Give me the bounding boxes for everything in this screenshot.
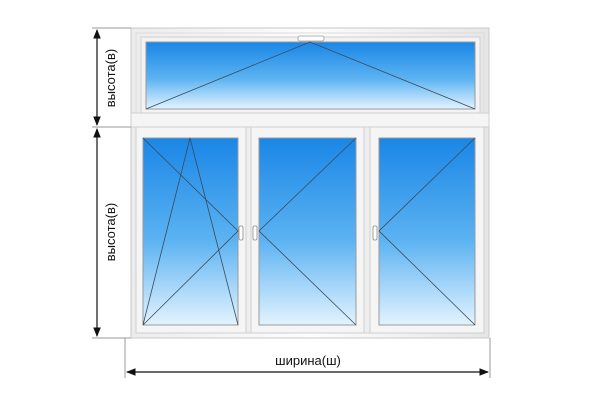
middle-sash (250, 126, 365, 334)
left-sash-turn-lines (142, 137, 239, 326)
right-sash-handle[interactable] (372, 225, 378, 241)
middle-sash-turn-lines (258, 137, 357, 326)
right-sash-turn-lines (378, 137, 476, 326)
transom-opening-lines (145, 41, 476, 110)
width-label: ширина(ш) (275, 353, 341, 368)
middle-sash-handle[interactable] (252, 225, 258, 241)
right-sash (369, 126, 485, 334)
height-bottom-label: высота(в) (103, 203, 118, 261)
height-top-label: высота(в) (103, 49, 118, 107)
left-sash (135, 126, 247, 334)
left-sash-handle[interactable] (238, 225, 244, 241)
transom-bar (130, 112, 490, 128)
transom-handle[interactable] (297, 35, 325, 42)
mullion-right (363, 126, 371, 334)
mullion-left (245, 126, 252, 334)
transom-pane (140, 35, 481, 114)
left-sash-tilt-lines (142, 137, 239, 326)
